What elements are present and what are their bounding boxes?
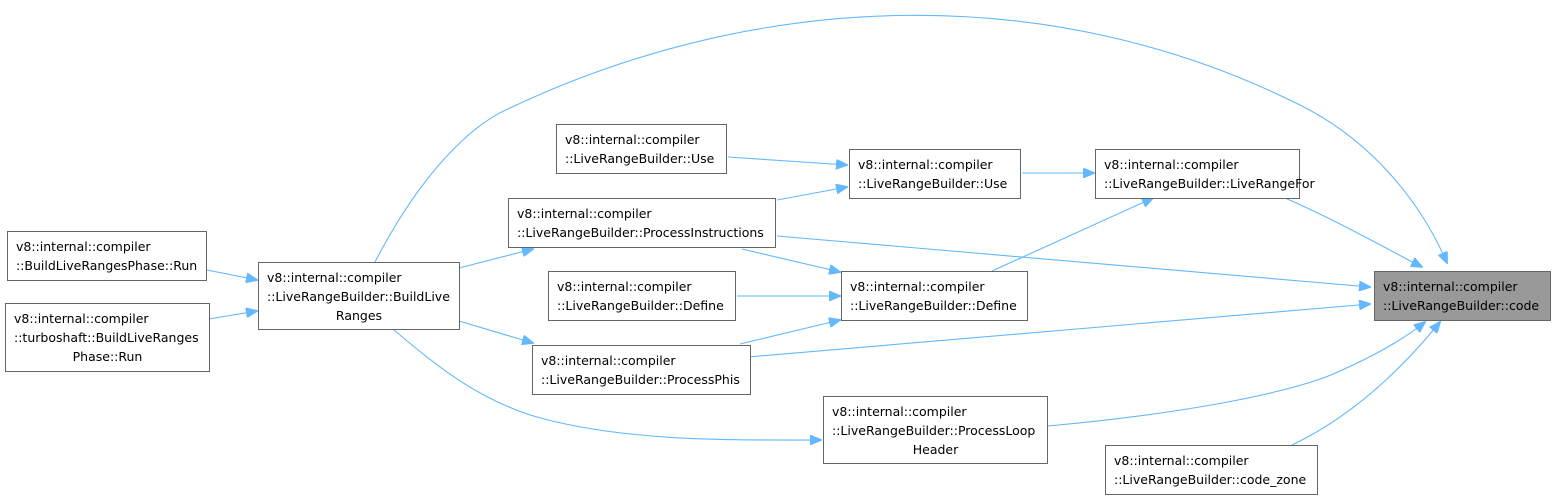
node-process-phis-line-2: ::LiveRangeBuilder::ProcessPhis <box>541 372 740 387</box>
node-process-instructions-line-1: v8::internal::compiler <box>517 206 652 221</box>
edge-process-phis-to-define-a <box>739 320 840 345</box>
node-live-range-for[interactable]: v8::internal::compiler ::LiveRangeBuilde… <box>1095 149 1315 199</box>
edge-live-range-for-to-code <box>1284 197 1422 267</box>
node-code[interactable]: v8::internal::compiler ::LiveRangeBuilde… <box>1374 271 1551 321</box>
node-code-line-1: v8::internal::compiler <box>1383 279 1518 294</box>
node-code-zone-line-2: ::LiveRangeBuilder::code_zone <box>1114 472 1307 487</box>
node-build-live-ranges-line-2: ::LiveRangeBuilder::BuildLive <box>267 288 450 304</box>
node-define-b[interactable]: v8::internal::compiler ::LiveRangeBuilde… <box>548 271 736 321</box>
node-process-loop-header-line-1: v8::internal::compiler <box>832 403 967 419</box>
node-build-live-ranges-line-1: v8::internal::compiler <box>267 269 402 285</box>
node-define-a[interactable]: v8::internal::compiler ::LiveRangeBuilde… <box>841 271 1028 321</box>
node-define-b-line-2: ::LiveRangeBuilder::Define <box>557 298 724 313</box>
node-live-range-for-line-2: ::LiveRangeBuilder::LiveRangeFor <box>1104 176 1315 191</box>
edge-process-instructions-to-code <box>776 235 1370 287</box>
node-define-a-line-1: v8::internal::compiler <box>850 279 985 294</box>
node-use-b-line-1: v8::internal::compiler <box>565 132 700 147</box>
node-process-loop-header-line-2: ::LiveRangeBuilder::ProcessLoop <box>832 422 1036 438</box>
node-use-b-line-2: ::LiveRangeBuilder::Use <box>565 151 715 166</box>
edge-use-b-to-use-a <box>727 156 847 165</box>
edge-code-zone-to-code <box>1291 322 1440 446</box>
node-build-phase-run-line-2: ::BuildLiveRangesPhase::Run <box>16 258 198 273</box>
node-use-a[interactable]: v8::internal::compiler ::LiveRangeBuilde… <box>849 149 1021 199</box>
node-define-a-line-2: ::LiveRangeBuilder::Define <box>850 298 1017 313</box>
node-live-range-for-line-1: v8::internal::compiler <box>1104 157 1239 172</box>
node-process-instructions[interactable]: v8::internal::compiler ::LiveRangeBuilde… <box>508 198 776 248</box>
node-code-line-2: ::LiveRangeBuilder::code <box>1383 298 1540 313</box>
node-use-a-line-1: v8::internal::compiler <box>858 157 993 172</box>
node-turboshaft-run[interactable]: v8::internal::compiler ::turboshaft::Bui… <box>5 303 210 372</box>
node-turboshaft-run-line-3: Phase::Run <box>72 349 143 364</box>
node-process-loop-header[interactable]: v8::internal::compiler ::LiveRangeBuilde… <box>823 396 1048 464</box>
edge-process-phis-to-code <box>747 304 1370 358</box>
node-process-loop-header-line-3: Header <box>912 441 959 457</box>
edge-process-instructions-to-use-a <box>776 187 847 201</box>
edge-build-live-ranges-to-process-instructions <box>458 249 533 269</box>
node-code-zone-line-1: v8::internal::compiler <box>1114 453 1249 468</box>
node-process-instructions-line-2: ::LiveRangeBuilder::ProcessInstructions <box>517 225 764 240</box>
node-turboshaft-run-line-1: v8::internal::compiler <box>14 311 149 326</box>
node-define-b-line-1: v8::internal::compiler <box>557 279 692 294</box>
node-process-phis-line-1: v8::internal::compiler <box>541 353 676 368</box>
node-build-live-ranges-line-3: Ranges <box>335 307 383 323</box>
node-build-phase-run[interactable]: v8::internal::compiler ::BuildLiveRanges… <box>7 231 207 281</box>
edge-process-instructions-to-define-a <box>741 248 840 272</box>
edge-process-loop-header-to-code <box>1047 322 1425 427</box>
node-build-live-ranges[interactable]: v8::internal::compiler ::LiveRangeBuilde… <box>258 262 460 330</box>
node-turboshaft-run-line-2: ::turboshaft::BuildLiveRanges <box>14 330 199 345</box>
edge-build-live-ranges-to-process-phis <box>458 320 533 343</box>
node-build-phase-run-line-1: v8::internal::compiler <box>16 239 151 254</box>
node-use-b[interactable]: v8::internal::compiler ::LiveRangeBuilde… <box>556 124 727 174</box>
edge-build-phase-run-to-build-live-ranges <box>206 269 257 280</box>
node-process-phis[interactable]: v8::internal::compiler ::LiveRangeBuilde… <box>532 345 751 395</box>
edge-define-a-to-live-range-for <box>991 198 1153 272</box>
edge-turboshaft-run-to-build-live-ranges <box>208 311 257 320</box>
edge-build-live-ranges-to-code <box>374 14 1447 263</box>
edge-build-live-ranges-to-process-loop-header <box>393 329 821 440</box>
node-use-a-line-2: ::LiveRangeBuilder::Use <box>858 176 1008 191</box>
node-code-zone[interactable]: v8::internal::compiler ::LiveRangeBuilde… <box>1105 445 1318 495</box>
